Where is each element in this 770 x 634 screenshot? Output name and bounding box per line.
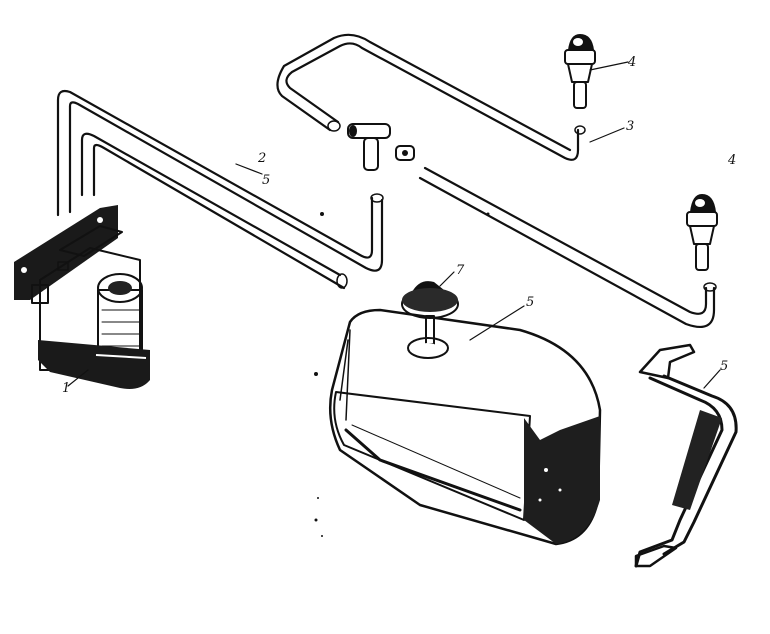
callout-5-hose: 5 <box>262 173 270 188</box>
callout-3: 3 <box>626 119 634 134</box>
hose-left-long <box>56 89 384 290</box>
nozzle-lower <box>686 194 718 271</box>
hose-lower-right <box>418 166 717 328</box>
nozzle-upper <box>564 34 596 109</box>
callout-1: 1 <box>62 381 70 396</box>
callout-leaders <box>67 61 721 389</box>
print-specks <box>314 212 490 537</box>
callout-5-bracket: 5 <box>720 359 728 374</box>
tee-connector <box>347 123 415 171</box>
washer-pump <box>14 205 150 389</box>
hose-upper-right <box>276 33 586 161</box>
reservoir-tank <box>329 308 602 546</box>
callout-4-upper: 4 <box>627 55 636 70</box>
mounting-bracket <box>634 343 738 568</box>
callout-5-tank: 5 <box>526 295 534 310</box>
filler-cap <box>401 281 459 345</box>
callout-4-lower: 4 <box>727 153 736 168</box>
callout-7: 7 <box>456 263 465 278</box>
callout-2: 2 <box>257 151 266 166</box>
